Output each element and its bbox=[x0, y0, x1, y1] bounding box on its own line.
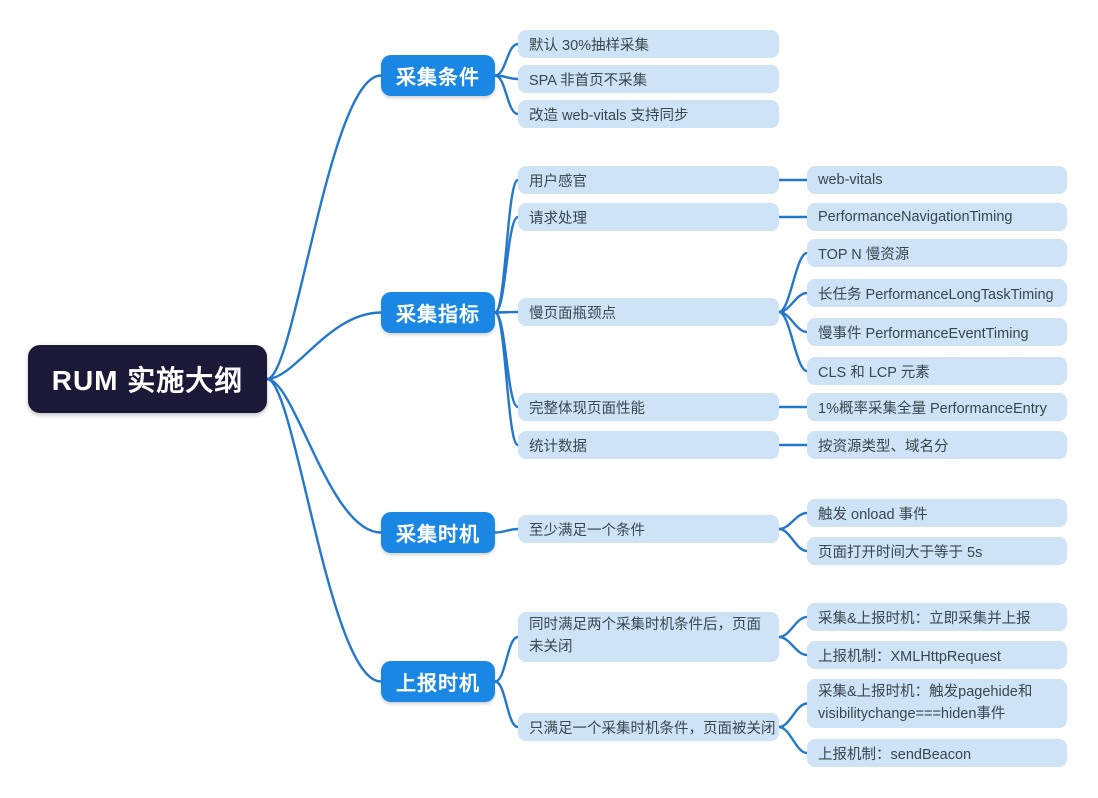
leaf-node-r2c2: 上报机制：sendBeacon bbox=[807, 739, 1067, 767]
connector-b2-m5 bbox=[493, 311, 520, 447]
leaf-node-m3c2: 长任务 PerformanceLongTaskTiming bbox=[807, 279, 1067, 307]
leaf-node-t1: 至少满足一个条件 bbox=[518, 515, 779, 543]
connector-root-b3 bbox=[265, 377, 383, 534]
connector-root-b4 bbox=[265, 377, 383, 683]
branch-node-b3: 采集时机 bbox=[381, 512, 495, 553]
leaf-node-t1c1: 触发 onload 事件 bbox=[807, 499, 1067, 527]
connector-r2-r2c2 bbox=[777, 725, 809, 755]
connector-b1-a1 bbox=[493, 42, 520, 77]
connector-m3-m3c4 bbox=[777, 310, 809, 373]
leaf-node-m1: 用户感官 bbox=[518, 166, 779, 194]
connector-t1-t1c2 bbox=[777, 527, 809, 553]
connector-b4-r2 bbox=[493, 680, 520, 729]
connector-m3-m3c2 bbox=[777, 291, 809, 314]
leaf-node-r1: 同时满足两个采集时机条件后，页面未关闭 bbox=[518, 612, 779, 662]
root-node: RUM 实施大纲 bbox=[28, 345, 267, 413]
connector-r2-r2c1 bbox=[777, 702, 809, 729]
leaf-node-r2c1: 采集&上报时机：触发pagehide和visibilitychange===hi… bbox=[807, 679, 1067, 728]
leaf-node-a3: 改造 web-vitals 支持同步 bbox=[518, 100, 779, 128]
branch-node-b1: 采集条件 bbox=[381, 55, 495, 96]
connector-b2-m3 bbox=[493, 310, 520, 314]
leaf-node-t1c2: 页面打开时间大于等于 5s bbox=[807, 537, 1067, 565]
leaf-node-m3c1: TOP N 慢资源 bbox=[807, 239, 1067, 267]
leaf-node-m4: 完整体现页面性能 bbox=[518, 393, 779, 421]
connector-b2-m4 bbox=[493, 311, 520, 409]
leaf-node-m5: 统计数据 bbox=[518, 431, 779, 459]
connector-m3-m3c3 bbox=[777, 310, 809, 334]
leaf-node-r1c1: 采集&上报时机：立即采集并上报 bbox=[807, 603, 1067, 631]
connector-r1-r1c2 bbox=[777, 635, 809, 657]
connector-b1-a3 bbox=[493, 74, 520, 116]
connector-b3-t1 bbox=[493, 527, 520, 534]
leaf-node-r1c2: 上报机制：XMLHttpRequest bbox=[807, 641, 1067, 669]
connector-root-b1 bbox=[265, 74, 383, 381]
connector-r1-r1c1 bbox=[777, 615, 809, 639]
leaf-node-m5c1: 按资源类型、域名分 bbox=[807, 431, 1067, 459]
leaf-node-r2: 只满足一个采集时机条件，页面被关闭 bbox=[518, 713, 779, 741]
leaf-node-m2c1: PerformanceNavigationTiming bbox=[807, 203, 1067, 231]
leaf-node-a1: 默认 30%抽样采集 bbox=[518, 30, 779, 58]
connector-m3-m3c1 bbox=[777, 251, 809, 314]
connector-root-b2 bbox=[265, 311, 383, 381]
connector-b1-a2 bbox=[493, 74, 520, 81]
connector-b2-m1 bbox=[493, 178, 520, 314]
connector-b2-m2 bbox=[493, 215, 520, 314]
connector-t1-t1c1 bbox=[777, 511, 809, 531]
branch-node-b4: 上报时机 bbox=[381, 661, 495, 702]
leaf-node-m1c1: web-vitals bbox=[807, 166, 1067, 194]
leaf-node-m4c1: 1%概率采集全量 PerformanceEntry bbox=[807, 393, 1067, 421]
leaf-node-m3c3: 慢事件 PerformanceEventTiming bbox=[807, 318, 1067, 346]
leaf-node-m2: 请求处理 bbox=[518, 203, 779, 231]
leaf-node-m3c4: CLS 和 LCP 元素 bbox=[807, 357, 1067, 385]
leaf-node-a2: SPA 非首页不采集 bbox=[518, 65, 779, 93]
branch-node-b2: 采集指标 bbox=[381, 292, 495, 333]
leaf-node-m3: 慢页面瓶颈点 bbox=[518, 298, 779, 326]
connector-b4-r1 bbox=[493, 635, 520, 683]
